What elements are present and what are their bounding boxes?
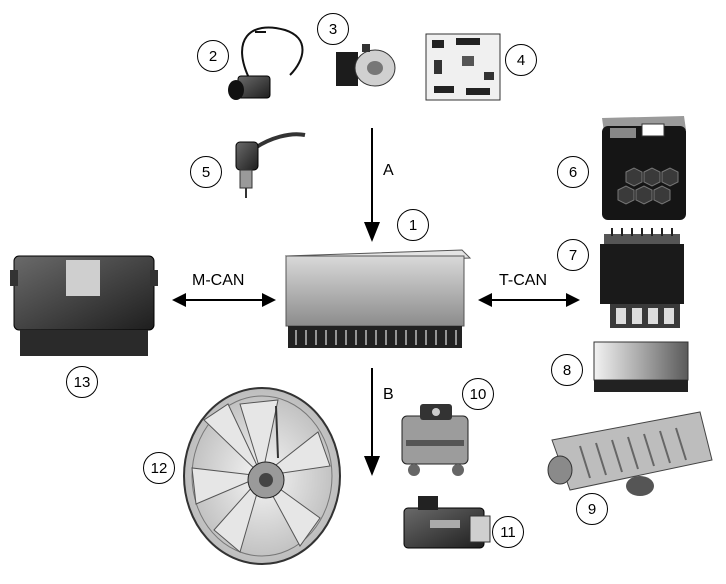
hex-pattern-module [602, 116, 686, 220]
control-module-box [593, 341, 689, 392]
callout-13: 13 [66, 366, 98, 398]
cabled-sensor [228, 26, 304, 100]
callout-5: 5 [190, 156, 222, 188]
callout-6: 6 [557, 156, 589, 188]
t-can-arrow [478, 293, 580, 307]
callout-4: 4 [505, 44, 537, 76]
label-b: B [383, 386, 394, 403]
callout-9: 9 [576, 493, 608, 525]
valve-block [401, 404, 469, 476]
label-a: A [383, 162, 394, 179]
relay-board [425, 33, 501, 101]
cooling-fan [183, 387, 341, 565]
solenoid-valve [403, 496, 491, 549]
callout-11: 11 [492, 516, 524, 548]
callout-2: 2 [197, 40, 229, 72]
m-can-arrow [172, 293, 276, 307]
relay-block [600, 228, 684, 328]
callout-7: 7 [557, 239, 589, 271]
engine-ecu [10, 255, 158, 356]
callout-1: 1 [397, 209, 429, 241]
label-t-can: T-CAN [499, 272, 547, 289]
central-control-unit [284, 249, 472, 348]
pressure-sensor [235, 132, 306, 198]
arrow-a [364, 128, 380, 242]
callout-8: 8 [551, 354, 583, 386]
arrow-b [364, 368, 380, 476]
callout-3: 3 [317, 13, 349, 45]
heatsink-assembly [547, 411, 713, 496]
callout-10: 10 [462, 378, 494, 410]
label-m-can: M-CAN [192, 272, 245, 289]
callout-12: 12 [143, 452, 175, 484]
actuator [336, 44, 396, 87]
